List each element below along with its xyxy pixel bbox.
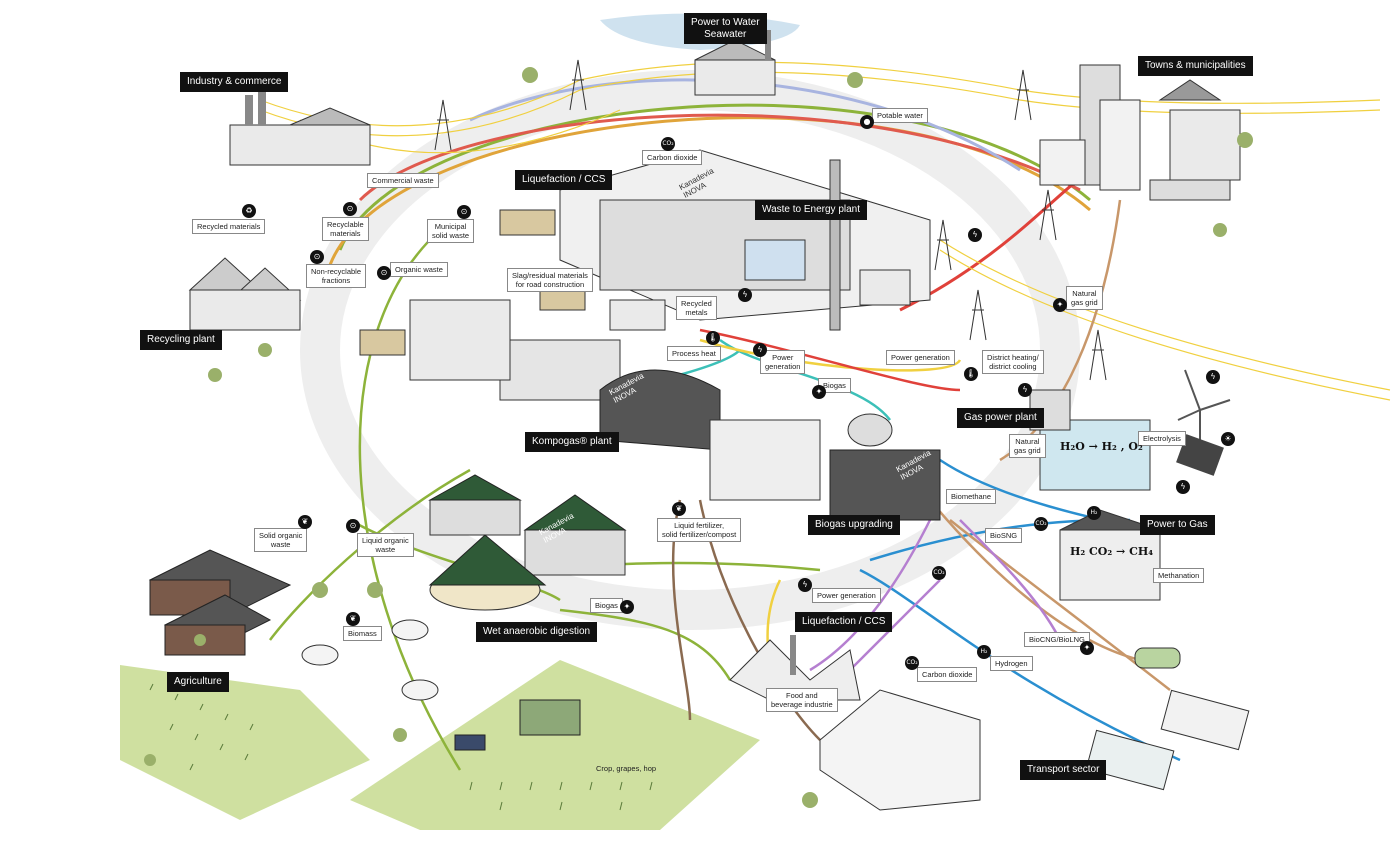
label-liquefaction-top: Liquefaction / CCS bbox=[515, 170, 613, 190]
flow-recycled-metals: Recycled metals bbox=[676, 296, 717, 320]
flow-biomass: Biomass bbox=[343, 626, 382, 641]
co2-icon: CO₂ bbox=[661, 137, 675, 151]
flow-hydrogen: Hydrogen bbox=[990, 656, 1033, 671]
flow-biosng: BioSNG bbox=[985, 528, 1023, 543]
flow-natural-gas-grid-1: Natural gas grid bbox=[1066, 286, 1103, 310]
lightning-icon: ϟ bbox=[738, 288, 752, 302]
hydrogen-icon: H₂ bbox=[977, 645, 991, 659]
label-gas-power-plant: Gas power plant bbox=[957, 408, 1044, 428]
flow-carbon-dioxide-top: Carbon dioxide bbox=[642, 150, 703, 165]
label-power-to-gas: Power to Gas bbox=[1140, 515, 1215, 535]
top-flow-arcs bbox=[328, 78, 1091, 312]
flow-process-heat: Process heat bbox=[667, 346, 721, 361]
formula-methanation: H₂ CO₂ → CH₄ bbox=[1070, 545, 1154, 558]
crop-rows bbox=[149, 683, 653, 811]
label-transport-sector: Transport sector bbox=[1020, 760, 1107, 780]
greenhouses bbox=[819, 689, 981, 811]
digester-tanks bbox=[428, 474, 627, 611]
label-agriculture: Agriculture bbox=[167, 672, 229, 692]
label-power-to-water: Power to Water Seawater bbox=[684, 13, 767, 44]
label-industry-commerce: Industry & commerce bbox=[180, 72, 289, 92]
formula-electrolysis: H₂O → H₂ , O₂ bbox=[1060, 440, 1143, 453]
waste-bag-icon: ⊙ bbox=[377, 266, 391, 280]
label-towns-municipalities: Towns & municipalities bbox=[1138, 56, 1253, 76]
waste-bag-icon: ⊙ bbox=[310, 250, 324, 264]
agriculture-field bbox=[120, 665, 370, 820]
leaf-icon: ❦ bbox=[298, 515, 312, 529]
lightning-icon: ϟ bbox=[753, 343, 767, 357]
lightning-icon: ϟ bbox=[1206, 370, 1220, 384]
recycle-icon: ♻ bbox=[242, 204, 256, 218]
waste-to-energy-building bbox=[559, 149, 931, 331]
recycling-building bbox=[188, 257, 302, 331]
vehicles bbox=[359, 209, 1250, 791]
flow-potable-water: Potable water bbox=[872, 108, 928, 123]
flow-municipal-solid-waste: Municipal solid waste bbox=[427, 219, 475, 243]
flame-icon: ✦ bbox=[812, 385, 826, 399]
flow-district-heating: District heating/ district cooling bbox=[982, 350, 1044, 374]
flame-icon: ✦ bbox=[1053, 298, 1067, 312]
background-ring bbox=[300, 70, 1080, 630]
flow-liquid-organic-waste: Liquid organic waste bbox=[357, 533, 414, 557]
sun-icon: ☀ bbox=[1221, 432, 1235, 446]
lightning-icon: ϟ bbox=[968, 228, 982, 242]
industry-building bbox=[229, 90, 371, 166]
flow-biocng-biolng: BioCNG/BioLNG bbox=[1024, 632, 1090, 647]
power-to-water-building bbox=[694, 30, 776, 96]
label-recycling-plant: Recycling plant bbox=[140, 330, 222, 350]
leaf-icon: ❦ bbox=[672, 502, 686, 516]
agriculture-barns bbox=[148, 549, 292, 656]
flow-liquid-fertilizer: Liquid fertilizer, solid fertilizer/comp… bbox=[657, 518, 742, 542]
label-liquefaction-bottom: Liquefaction / CCS bbox=[795, 612, 893, 632]
co2-icon: CO₂ bbox=[1034, 517, 1048, 531]
thermometer-icon: 🌡 bbox=[706, 331, 720, 345]
flow-organic-waste: Organic waste bbox=[390, 262, 448, 277]
power-to-gas-building bbox=[1029, 389, 1161, 601]
thermometer-icon: 🌡 bbox=[964, 367, 978, 381]
towns-buildings bbox=[1039, 64, 1241, 201]
label-wet-anaerobic-digestion: Wet anaerobic digestion bbox=[476, 622, 598, 642]
trees bbox=[144, 67, 1253, 808]
crop-field bbox=[350, 660, 760, 830]
flow-non-recyclable-fractions: Non-recyclable fractions bbox=[306, 264, 367, 288]
label-waste-to-energy: Waste to Energy plant bbox=[755, 200, 868, 220]
flame-icon: ✦ bbox=[620, 600, 634, 614]
lightning-icon: ϟ bbox=[798, 578, 812, 592]
flow-crop-grapes-hop: Crop, grapes, hop bbox=[596, 764, 657, 773]
flow-natural-gas-grid-2: Natural gas grid bbox=[1009, 434, 1046, 458]
flow-commercial-waste: Commercial waste bbox=[367, 173, 439, 188]
flow-methanation: Methanation bbox=[1153, 568, 1205, 583]
flow-slag: Slag/residual materials for road constru… bbox=[507, 268, 593, 292]
label-kompogas: Kompogas® plant bbox=[525, 432, 619, 452]
flow-electrolysis: Electrolysis bbox=[1138, 431, 1186, 446]
lightning-icon: ϟ bbox=[1018, 383, 1032, 397]
leaf-icon: ❦ bbox=[346, 612, 360, 626]
flow-power-generation-2: Power generation bbox=[886, 350, 955, 365]
kompogas-building bbox=[409, 299, 721, 451]
flow-solid-organic-waste: Solid organic waste bbox=[254, 528, 308, 552]
cows bbox=[301, 619, 439, 701]
flow-recycled-materials: Recycled materials bbox=[192, 219, 266, 234]
waste-bag-icon: ⊙ bbox=[343, 202, 357, 216]
flow-food-beverage: Food and beverage industrie bbox=[766, 688, 838, 712]
hydrogen-icon: H₂ bbox=[1087, 506, 1101, 520]
flow-biogas-2: Biogas bbox=[590, 598, 623, 613]
co2-icon: CO₂ bbox=[932, 566, 946, 580]
pylons bbox=[434, 59, 1107, 381]
waste-bag-icon: ⊙ bbox=[346, 519, 360, 533]
lightning-icon: ϟ bbox=[1176, 480, 1190, 494]
co2-icon: CO₂ bbox=[905, 656, 919, 670]
flow-biomethane: Biomethane bbox=[946, 489, 997, 504]
water-drop-icon: ● bbox=[860, 115, 874, 129]
waste-bag-icon: ⊙ bbox=[457, 205, 471, 219]
wind-turbine bbox=[1176, 369, 1231, 476]
flow-power-generation-1: Power generation bbox=[760, 350, 806, 374]
flow-recyclable-materials: Recyclable materials bbox=[322, 217, 369, 241]
label-biogas-upgrading: Biogas upgrading bbox=[808, 515, 900, 535]
flame-icon: ✦ bbox=[1080, 641, 1094, 655]
flow-carbon-dioxide-bottom: Carbon dioxide bbox=[917, 667, 978, 682]
flow-power-generation-3: Power generation bbox=[812, 588, 881, 603]
